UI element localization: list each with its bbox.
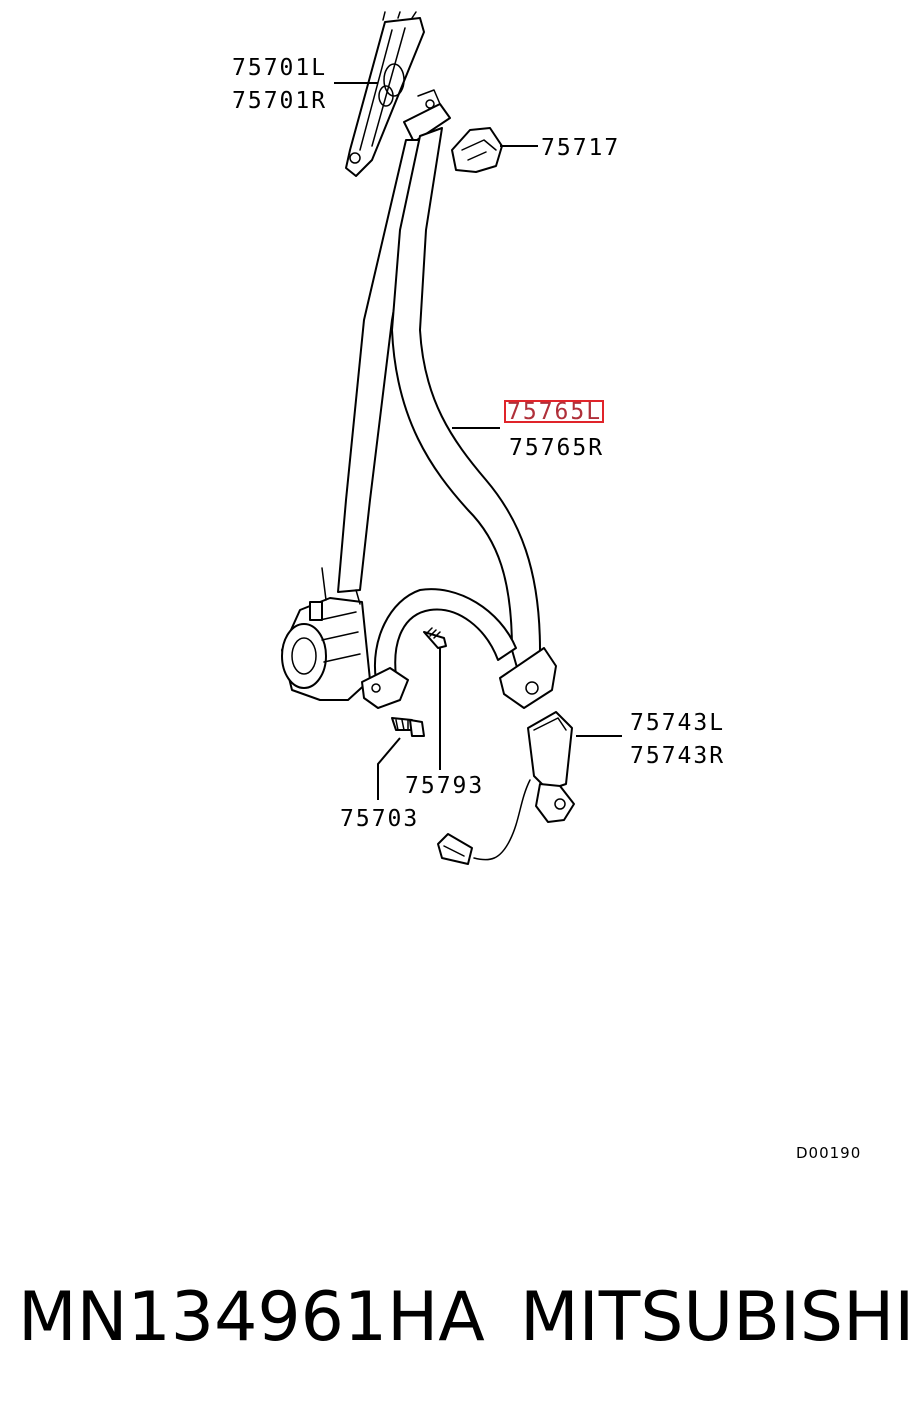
callout-belt-left[interactable]: 75765L xyxy=(507,399,602,425)
callout-bolt[interactable]: 75703 xyxy=(340,806,419,832)
shoulder-guide xyxy=(403,89,451,143)
callout-screw[interactable]: 75793 xyxy=(405,773,484,799)
callout-buckle-left[interactable]: 75743L xyxy=(630,710,725,736)
callout-cover[interactable]: 75717 xyxy=(541,135,620,161)
callout-buckle-right[interactable]: 75743R xyxy=(630,743,725,769)
upper-anchor-bracket xyxy=(345,11,425,177)
part-number: MN134961HA xyxy=(18,1278,485,1357)
callout-belt-right[interactable]: 75765R xyxy=(509,435,604,461)
screw-part xyxy=(423,627,447,649)
callout-anchor-right[interactable]: 75701R xyxy=(232,88,327,114)
leader-lines xyxy=(334,82,622,800)
retractor xyxy=(281,567,409,709)
belt-webbing xyxy=(337,127,557,709)
cover-part xyxy=(451,127,503,173)
highlight-box xyxy=(504,400,604,423)
callout-anchor-left[interactable]: 75701L xyxy=(232,55,327,81)
bolt-part xyxy=(391,717,425,737)
buckle-part xyxy=(437,711,575,865)
brand-name: MITSUBISHI xyxy=(520,1278,909,1357)
diagram-code: D00190 xyxy=(796,1144,861,1162)
